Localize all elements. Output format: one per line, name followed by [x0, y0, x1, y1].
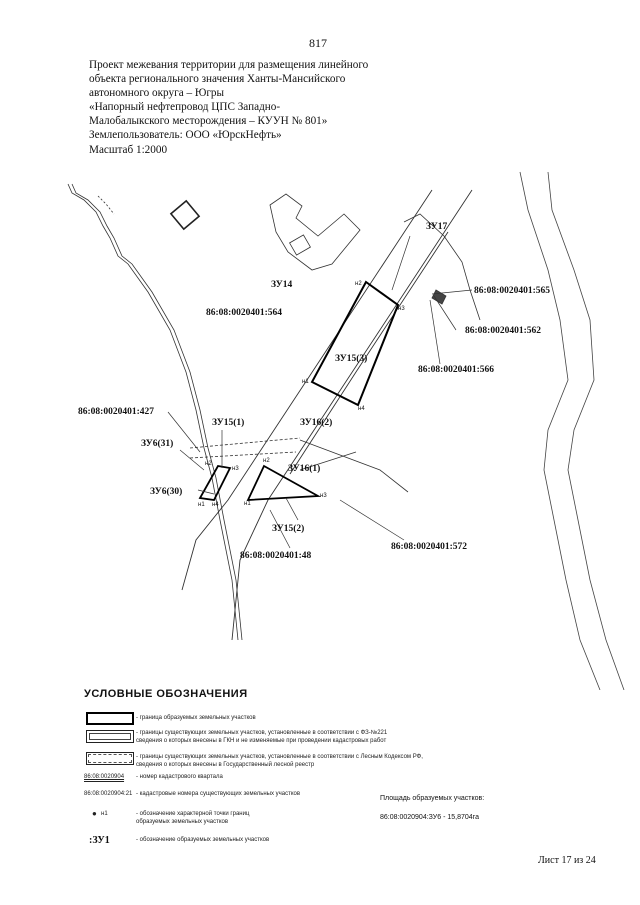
label-cadastral-572: 86:08:0020401:572 [391, 542, 467, 552]
leader-lines [167, 235, 473, 549]
legend-point-code: н1 [101, 811, 108, 817]
legend-parcel-desc: - кадастровые номера существующих земель… [136, 791, 301, 797]
area-title: Площадь образуемых участков: [380, 795, 485, 802]
document-header: Проект межевания территории для размещен… [89, 58, 368, 157]
label-cadastral-564: 86:08:0020401:564 [206, 308, 282, 318]
page-number: 817 [309, 36, 327, 50]
point-n1: н1 [244, 501, 251, 507]
legend-text-forest: - границы существующих земельных участко… [136, 754, 423, 768]
point-n2: н2 [263, 458, 270, 464]
point-n2: н2 [205, 461, 212, 467]
legend-quarter-desc: - номер кадастрового квартала [136, 774, 223, 780]
label-cadastral-427: 86:08:0020401:427 [78, 407, 154, 417]
legend-point-desc: - обозначение характерной точки границ о… [136, 811, 250, 825]
label-cadastral-565: 86:08:0020401:565 [474, 286, 550, 296]
label-cadastral-562: 86:08:0020401:562 [465, 326, 541, 336]
label-zu15-3: ЗУ15(3) [335, 353, 367, 364]
point-n3: н3 [232, 466, 239, 472]
legend-swatch-new-parcel [86, 712, 134, 725]
legend-zu-code: :ЗУ1 [89, 835, 110, 846]
corridor [181, 189, 473, 641]
label-zu14: ЗУ14 [271, 280, 292, 290]
legend-zu-desc: - обозначение образуемых земельных участ… [136, 837, 270, 843]
parcel-zu15-3 [310, 280, 400, 407]
header-line: автономного округа – Югры [89, 87, 225, 100]
legend-parcel-code: 86:08:0020904:21 [84, 791, 133, 797]
point-n4: н4 [212, 502, 219, 508]
building-complex [269, 193, 361, 271]
legend-point-dot-icon: ● [92, 809, 97, 818]
point-n1: н1 [302, 379, 309, 385]
building [169, 199, 201, 231]
label-zu15-2: ЗУ15(2) [272, 523, 304, 534]
header-line: Масштаб 1:2000 [89, 143, 168, 156]
label-zu6-31: ЗУ6(31) [141, 438, 173, 449]
parcel-zu15-1 [198, 465, 232, 501]
right-parcel [189, 213, 481, 493]
area-value: 86:08:0020904:ЗУ6 - 15,8704га [380, 814, 479, 821]
legend-quarter-code: 86:08:0020904 [84, 774, 125, 780]
point-n3: н3 [320, 493, 327, 499]
legend-text-existing-gkn: - границы существующих земельных участко… [136, 730, 388, 744]
label-zu16-2: ЗУ16(2) [300, 417, 332, 428]
label-cadastral-48: 86:08:0020401:48 [240, 551, 311, 561]
header-line: Малобалыкского месторождения – КУУН № 80… [89, 115, 328, 128]
label-zu15-1: ЗУ15(1) [212, 417, 244, 428]
label-zu16-1: ЗУ16(1) [288, 463, 320, 474]
cadastral-map: ЗУ17 ЗУ14 86:08:0020401:564 86:08:002040… [67, 171, 625, 690]
header-line: Проект межевания территории для размещен… [89, 59, 369, 71]
legend-text-new-parcel: - граница образуемых земельных участков [136, 715, 256, 721]
river [519, 171, 625, 690]
header-line: «Напорный нефтепровод ЦПС Западно- [89, 101, 281, 114]
parcel-zu16-1 [246, 464, 322, 501]
legend-title: УСЛОВНЫЕ ОБОЗНАЧЕНИЯ [84, 688, 248, 700]
point-n2: н2 [355, 281, 362, 287]
sheet-number: Лист 17 из 24 [538, 855, 596, 866]
label-zu17: ЗУ17 [426, 222, 447, 232]
point-n1: н1 [198, 502, 205, 508]
label-cadastral-566: 86:08:0020401:566 [418, 365, 494, 375]
point-n4: н4 [358, 406, 365, 412]
legend-swatch-existing-gkn [86, 730, 134, 743]
label-zu6-30: ЗУ6(30) [150, 486, 182, 497]
header-line: объекта регионального значения Ханты-Ман… [89, 73, 346, 86]
point-n3: н3 [398, 306, 405, 312]
legend-swatch-forest [86, 752, 134, 765]
header-line: Землепользователь: ООО «ЮрскНефть» [89, 129, 282, 142]
